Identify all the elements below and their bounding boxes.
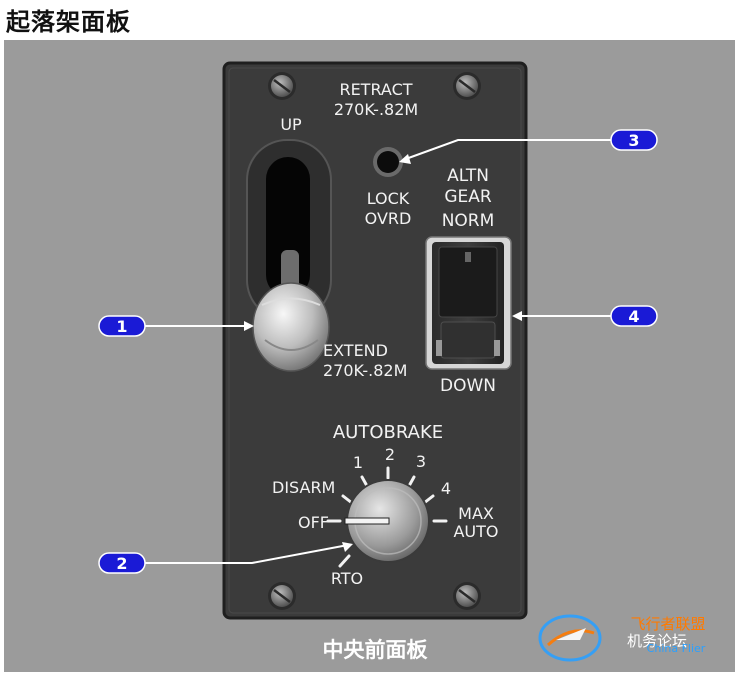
page-title: 起落架面板 [6,8,131,36]
watermark-logo [538,614,602,662]
autobrake-auto-label: AUTO [453,522,498,541]
autobrake-selector-knob[interactable] [344,479,430,563]
screw-bottom-right [453,582,481,610]
screw-top-left [268,72,296,100]
callout-arrowheads [244,154,522,552]
autobrake-pointer [344,517,390,525]
autobrake-2-label: 2 [385,445,395,464]
panel-caption: 中央前面板 [322,638,428,662]
gear-lever-handle[interactable] [252,282,330,372]
altn-gear-switch[interactable] [425,236,512,370]
callout-3-label: 3 [628,131,639,150]
callout-3-badge: 3 [610,129,658,151]
callout-2-badge: 2 [98,552,146,574]
callout-leaders [144,139,612,564]
callout-4-label: 4 [628,307,639,326]
lock-ovrd-button[interactable] [373,147,403,177]
lock-label: LOCK [367,189,410,208]
autobrake-disarm-label: DISARM [272,478,335,497]
retract-label: RETRACT [339,80,412,99]
autobrake-4-label: 4 [441,479,451,498]
autobrake-1-label: 1 [353,453,363,472]
watermark-subtitle: 飞行者联盟 [630,615,705,633]
retract-limit-label: 270K-.82M [334,100,418,119]
autobrake-3-label: 3 [416,452,426,471]
altn-down-label: DOWN [440,376,496,396]
callout-2-label: 2 [116,554,127,573]
watermark-english: China Flier [647,642,706,655]
callout-2-leader [144,544,349,564]
altn-label: ALTN [447,166,489,186]
callout-1-badge: 1 [98,315,146,337]
lever-extend-label: EXTEND [323,341,388,360]
callout-3-leader [402,139,612,161]
watermark-brand: 机务论坛 [627,632,687,650]
gear-label: GEAR [444,187,492,207]
callout-4-badge: 4 [610,305,658,327]
autobrake-ticks [326,466,448,568]
lever-up-label: UP [280,115,302,134]
autobrake-max-label: MAX [458,504,494,523]
ovrd-label: OVRD [365,209,412,228]
autobrake-rto-label: RTO [331,569,363,588]
autobrake-title: AUTOBRAKE [333,422,443,443]
lever-extend-limit-label: 270K-.82M [323,361,407,380]
autobrake-off-label: OFF [298,513,329,532]
screw-top-right [453,72,481,100]
callout-1-label: 1 [116,317,127,336]
altn-norm-label: NORM [442,211,495,231]
screw-bottom-left [268,582,296,610]
